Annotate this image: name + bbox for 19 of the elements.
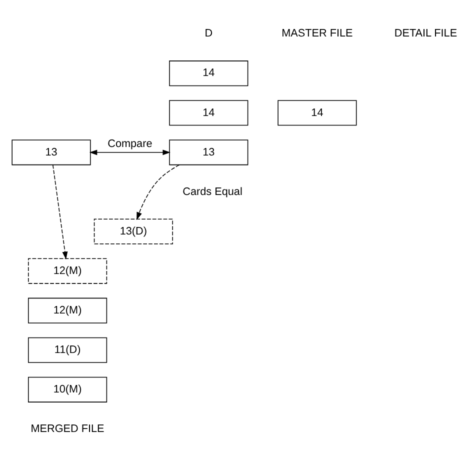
node-box: 14	[277, 100, 356, 126]
node-box: 13(D)	[93, 218, 172, 244]
node-box: 13	[168, 139, 248, 165]
edge-label: Compare	[107, 138, 152, 150]
node-box: 11(D)	[28, 336, 107, 362]
arrow	[52, 164, 68, 259]
node-box: 14	[168, 60, 248, 86]
node-box: 12(M)	[28, 297, 107, 323]
label: MERGED FILE	[30, 422, 104, 435]
label: Cards Equal	[182, 185, 242, 198]
label: D	[204, 27, 212, 40]
node-box: 13	[11, 139, 90, 165]
label: DETAIL FILE	[394, 27, 457, 40]
arrow	[88, 149, 170, 155]
node-box: 10(M)	[28, 376, 107, 402]
node-box: 14	[168, 100, 248, 126]
label: MASTER FILE	[281, 27, 352, 40]
node-box: 12(M)	[28, 258, 107, 284]
arrow	[136, 164, 180, 220]
